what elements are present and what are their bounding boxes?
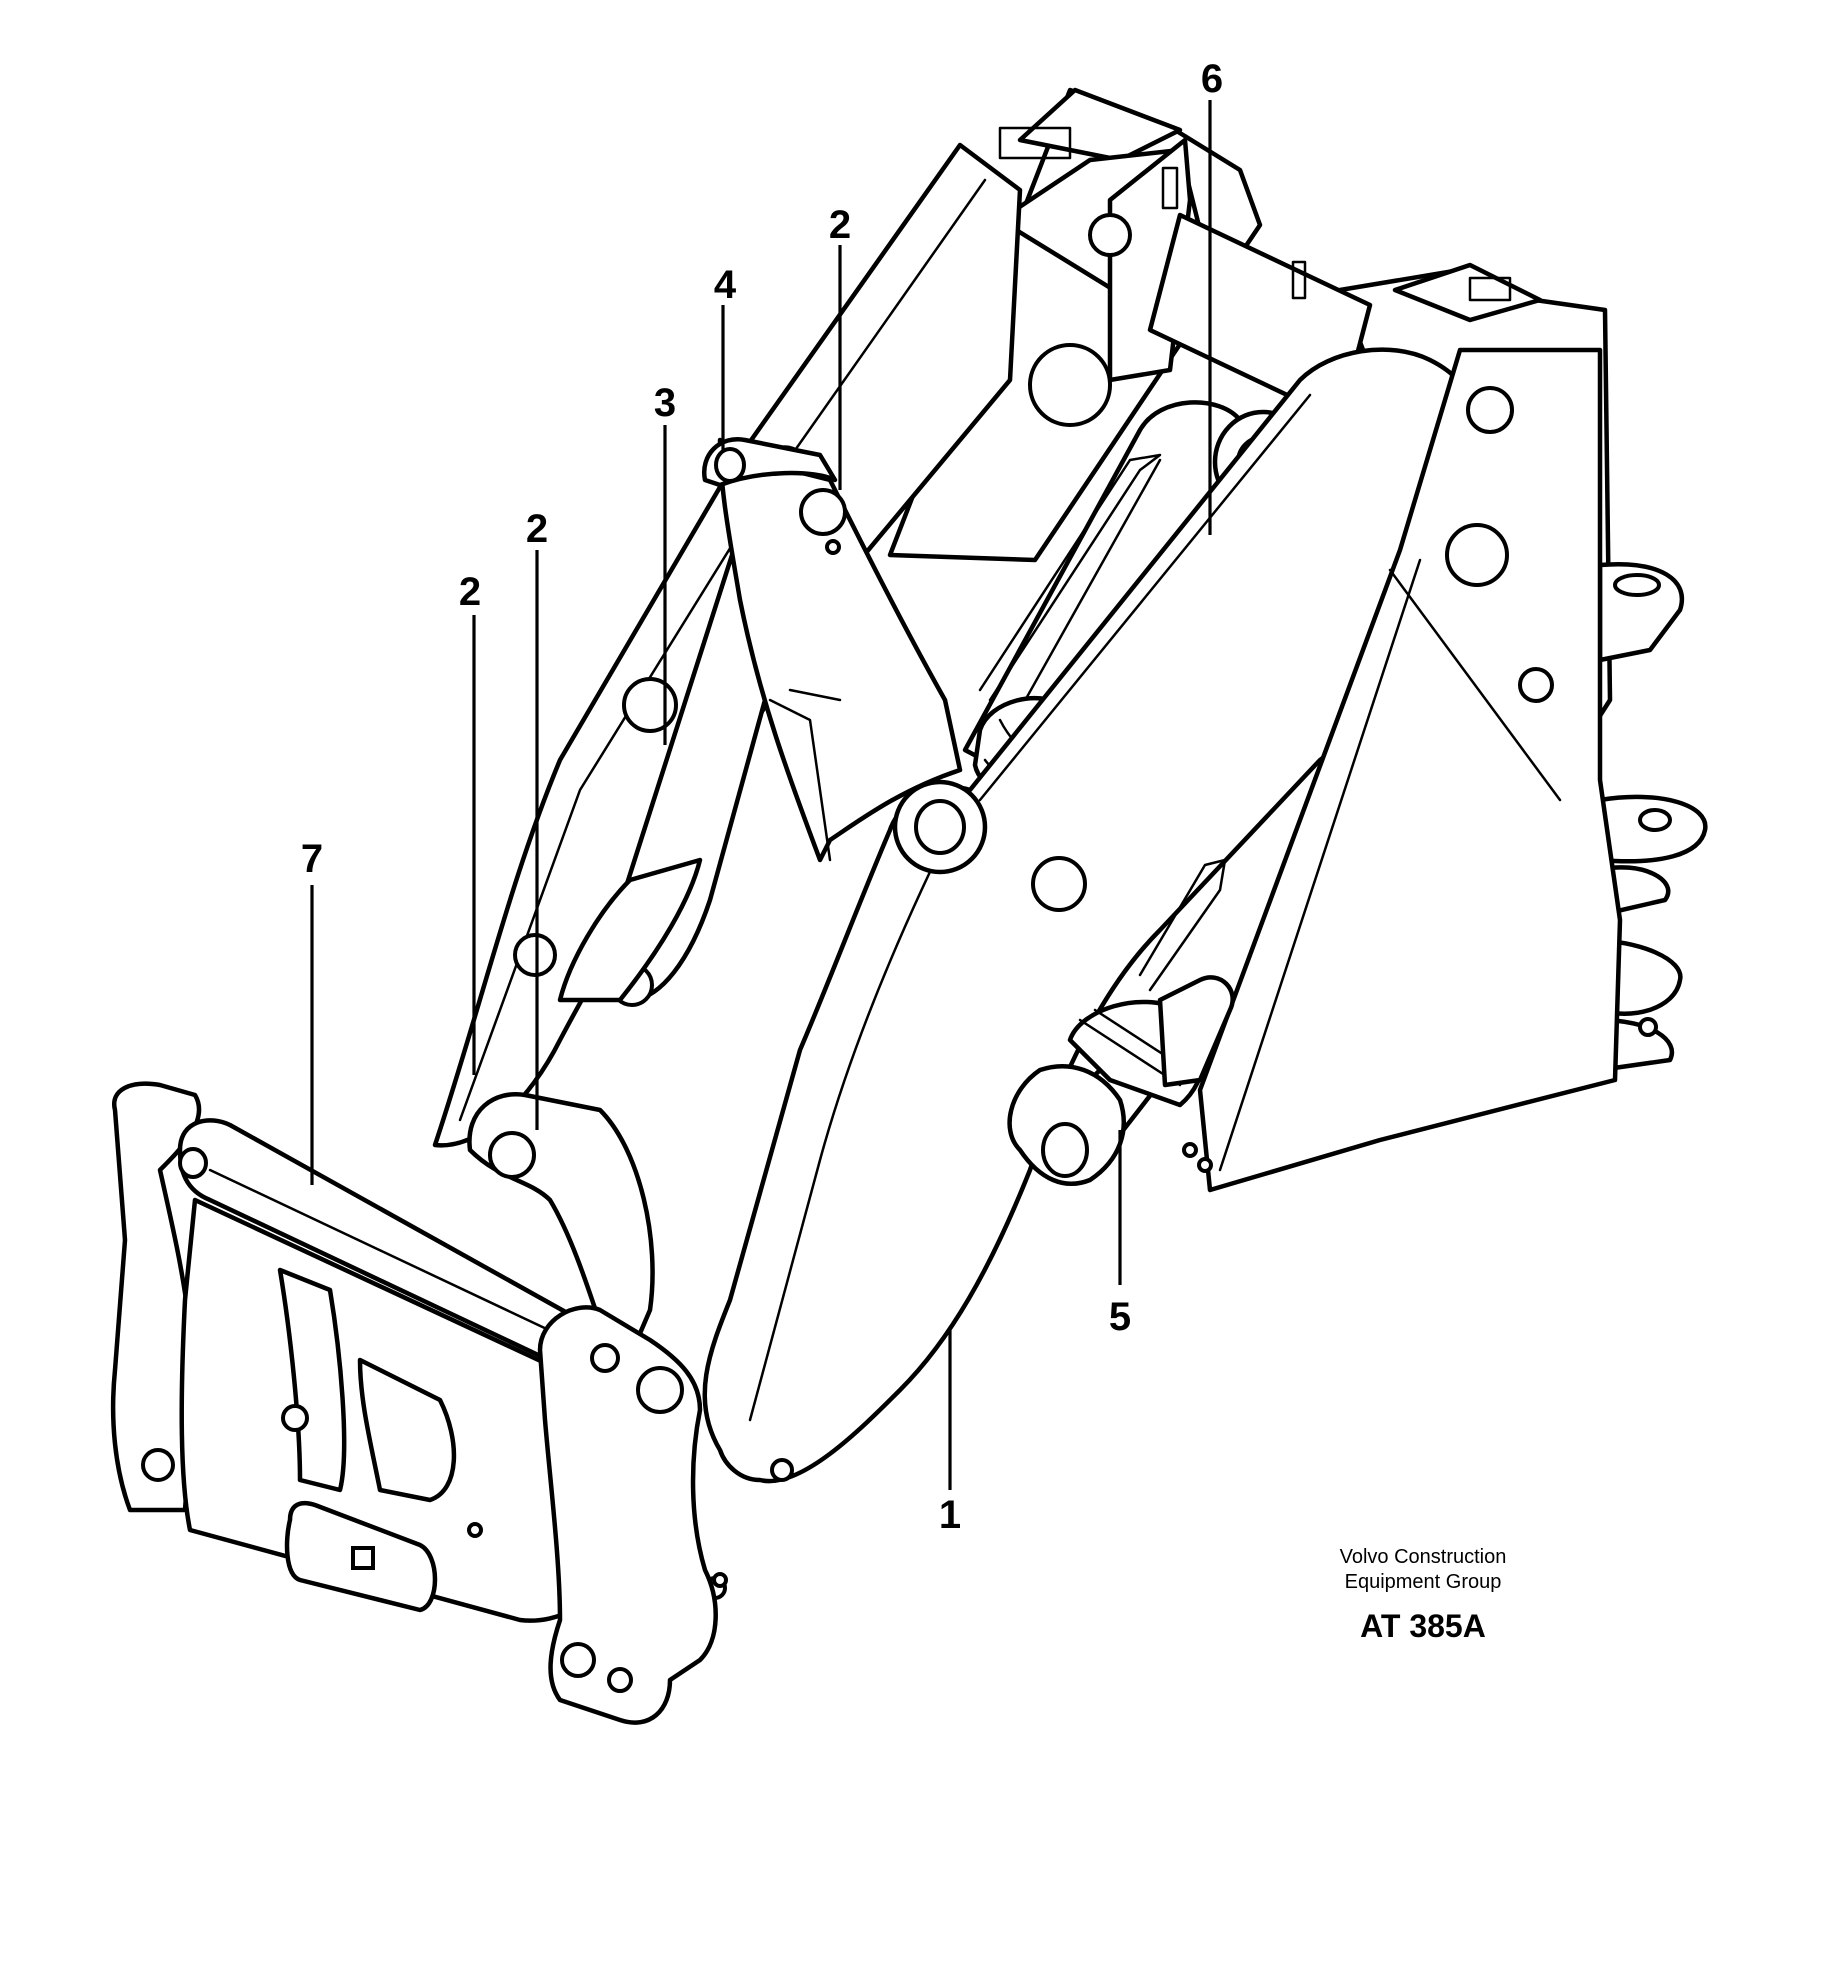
bellcrank-lever	[701, 436, 963, 863]
credit-line-2: Equipment Group	[1345, 1571, 1502, 1593]
callout-7: 7	[301, 837, 323, 881]
figure-id: AT 385A	[1360, 1608, 1486, 1644]
credit-line-1: Volvo Construction	[1340, 1546, 1507, 1568]
callout-1: 1	[939, 1493, 961, 1537]
callout-3: 3	[654, 381, 676, 425]
quick-coupler	[110, 1081, 728, 1725]
callout-2a: 2	[829, 203, 851, 247]
callout-2b: 2	[526, 507, 548, 551]
leader-lines	[310, 100, 1212, 1490]
callout-6: 6	[1201, 57, 1223, 101]
tilt-lever-lower	[467, 1092, 655, 1383]
callout-4: 4	[714, 263, 737, 307]
tilt-cylinder	[1007, 858, 1235, 1186]
callout-labels: 1 2 2 2 3 4 5 6 7	[301, 57, 1223, 1537]
front-right-tower	[1182, 347, 1623, 1193]
callout-5: 5	[1109, 1295, 1131, 1339]
figure-credit: Volvo Construction Equipment Group AT 38…	[1340, 1546, 1507, 1644]
callout-2c: 2	[459, 570, 481, 614]
